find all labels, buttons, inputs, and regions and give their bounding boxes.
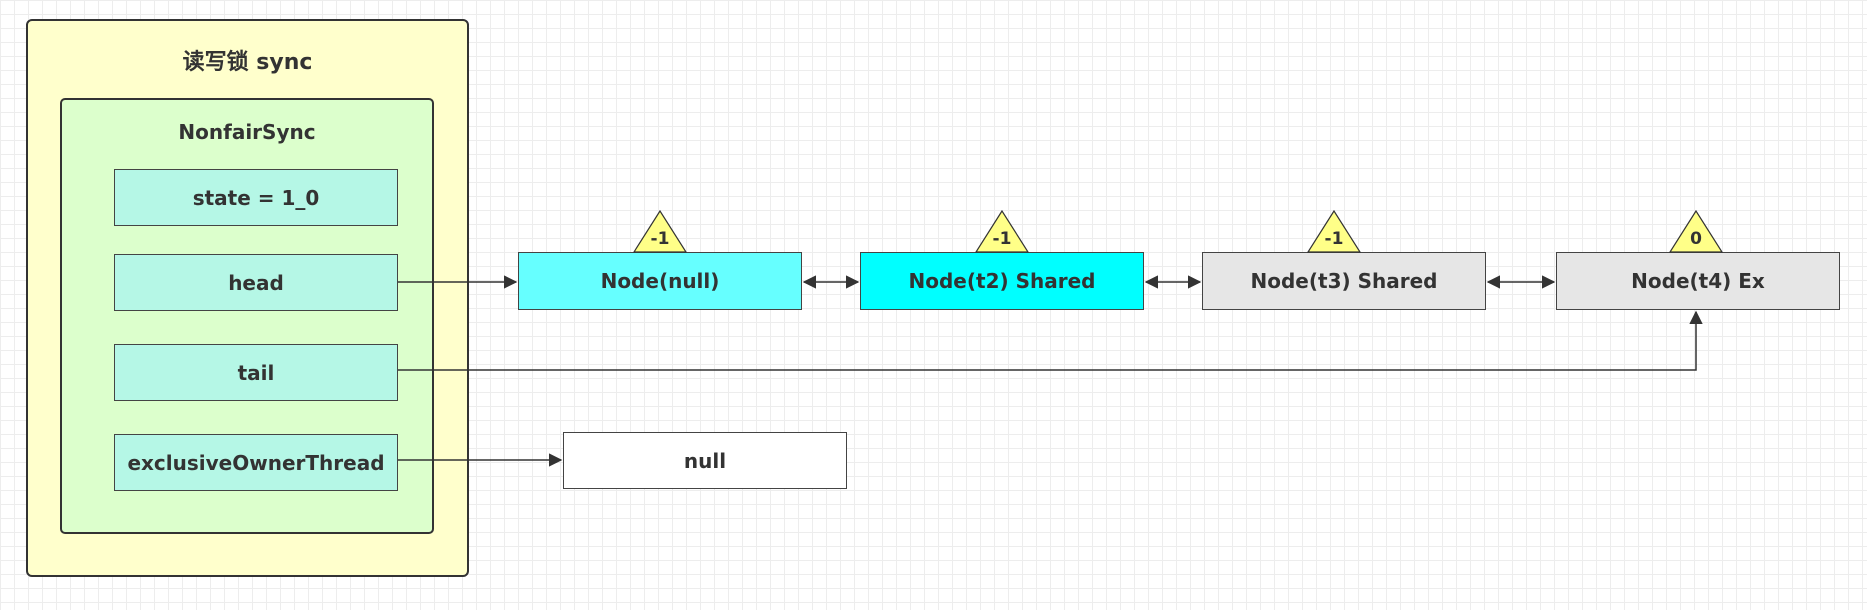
wait-status-triangle-t2 <box>974 209 1030 253</box>
lock-title: 读写锁 sync <box>182 50 313 75</box>
tail-pointer-arrow <box>398 310 1703 371</box>
sync-title: NonfairSync <box>178 120 316 144</box>
wait-status-t4: 0 <box>1690 229 1702 249</box>
wait-status-triangle-t3 <box>1306 209 1362 253</box>
owner-null-box: null <box>563 432 847 489</box>
exclusive-owner-thread-field: exclusiveOwnerThread <box>114 434 398 491</box>
tail-field: tail <box>114 344 398 401</box>
wait-status-null: -1 <box>650 229 670 249</box>
wait-status-triangle-null <box>632 209 688 253</box>
wait-status-t3: -1 <box>1324 229 1344 249</box>
queue-node-t2: Node(t2) Shared <box>860 252 1144 310</box>
queue-node-t3: Node(t3) Shared <box>1202 252 1486 310</box>
wait-status-t2: -1 <box>992 229 1012 249</box>
state-field: state = 1_0 <box>114 169 398 226</box>
queue-node-t4: Node(t4) Ex <box>1556 252 1840 310</box>
wait-status-triangle-t4 <box>1668 209 1724 253</box>
head-field: head <box>114 254 398 311</box>
queue-node-null: Node(null) <box>518 252 802 310</box>
